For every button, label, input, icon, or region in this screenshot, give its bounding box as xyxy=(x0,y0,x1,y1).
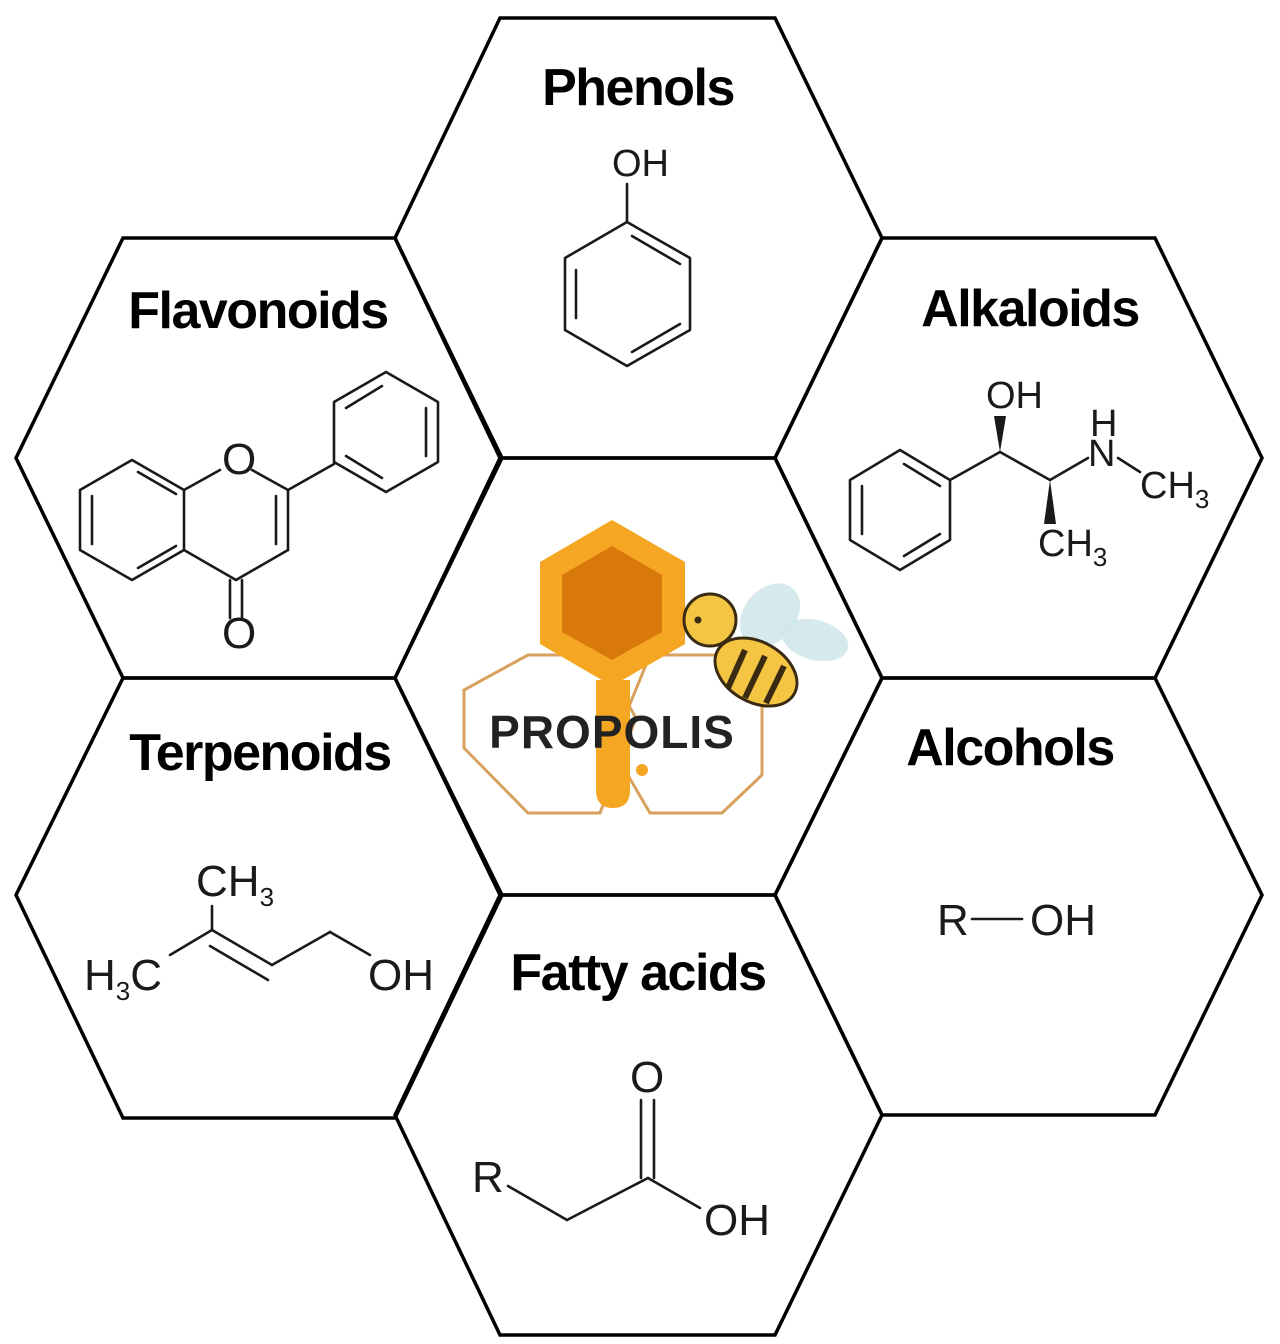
title-alkaloids: Alkaloids xyxy=(921,280,1139,338)
flavone-structure: O O xyxy=(78,370,440,658)
title-alcohols: Alcohols xyxy=(906,719,1114,777)
atom-o-ring: O xyxy=(222,435,256,484)
cell-fatty-acids: Fatty acids O R OH xyxy=(472,944,770,1245)
cell-alkaloids: Alkaloids OH H N CH3 CH3 xyxy=(848,280,1209,572)
propolis-logo: PROPOLIS xyxy=(462,520,849,815)
atom-n: N xyxy=(1088,433,1115,475)
cell-alcohols: Alcohols R OH xyxy=(906,719,1115,945)
phenol-structure: OH xyxy=(563,143,692,368)
fatty-acid-structure: O R OH xyxy=(472,1053,770,1245)
atom-h3c: H3C xyxy=(84,951,162,1006)
prenol-structure: CH3 H3C OH xyxy=(84,857,434,1006)
atom-oh: OH xyxy=(1030,896,1096,945)
atom-ch3-right: CH3 xyxy=(1140,465,1209,514)
title-flavonoids: Flavonoids xyxy=(128,282,387,340)
cell-flavonoids: Flavonoids O O xyxy=(78,282,440,658)
cell-terpenoids: Terpenoids CH3 H3C OH xyxy=(84,724,434,1006)
atom-ch3-bottom: CH3 xyxy=(1038,523,1107,572)
cell-phenols: Phenols OH xyxy=(542,59,735,368)
atom-ch3-top: CH3 xyxy=(196,857,274,912)
hex-fatty-acids xyxy=(393,893,884,1337)
atom-oh: OH xyxy=(986,375,1043,417)
title-fatty-acids: Fatty acids xyxy=(510,944,765,1002)
atom-o: O xyxy=(630,1053,664,1102)
logo-honey-drop xyxy=(636,764,648,776)
alcohol-structure: R OH xyxy=(937,896,1096,945)
title-terpenoids: Terpenoids xyxy=(129,724,390,782)
atom-r: R xyxy=(937,896,969,945)
atom-oh: OH xyxy=(612,143,669,185)
logo-text: PROPOLIS xyxy=(489,706,735,758)
logo-bee xyxy=(682,583,849,708)
atom-r: R xyxy=(472,1153,504,1202)
logo-honey-drip xyxy=(596,680,630,808)
atom-oh: OH xyxy=(368,951,434,1000)
atom-h: H xyxy=(1090,403,1117,445)
atom-oh: OH xyxy=(704,1196,770,1245)
logo-honey-cell-inner xyxy=(562,546,662,660)
ephedrine-structure: OH H N CH3 CH3 xyxy=(848,375,1209,572)
title-phenols: Phenols xyxy=(542,59,734,117)
atom-o-keto: O xyxy=(222,609,256,658)
